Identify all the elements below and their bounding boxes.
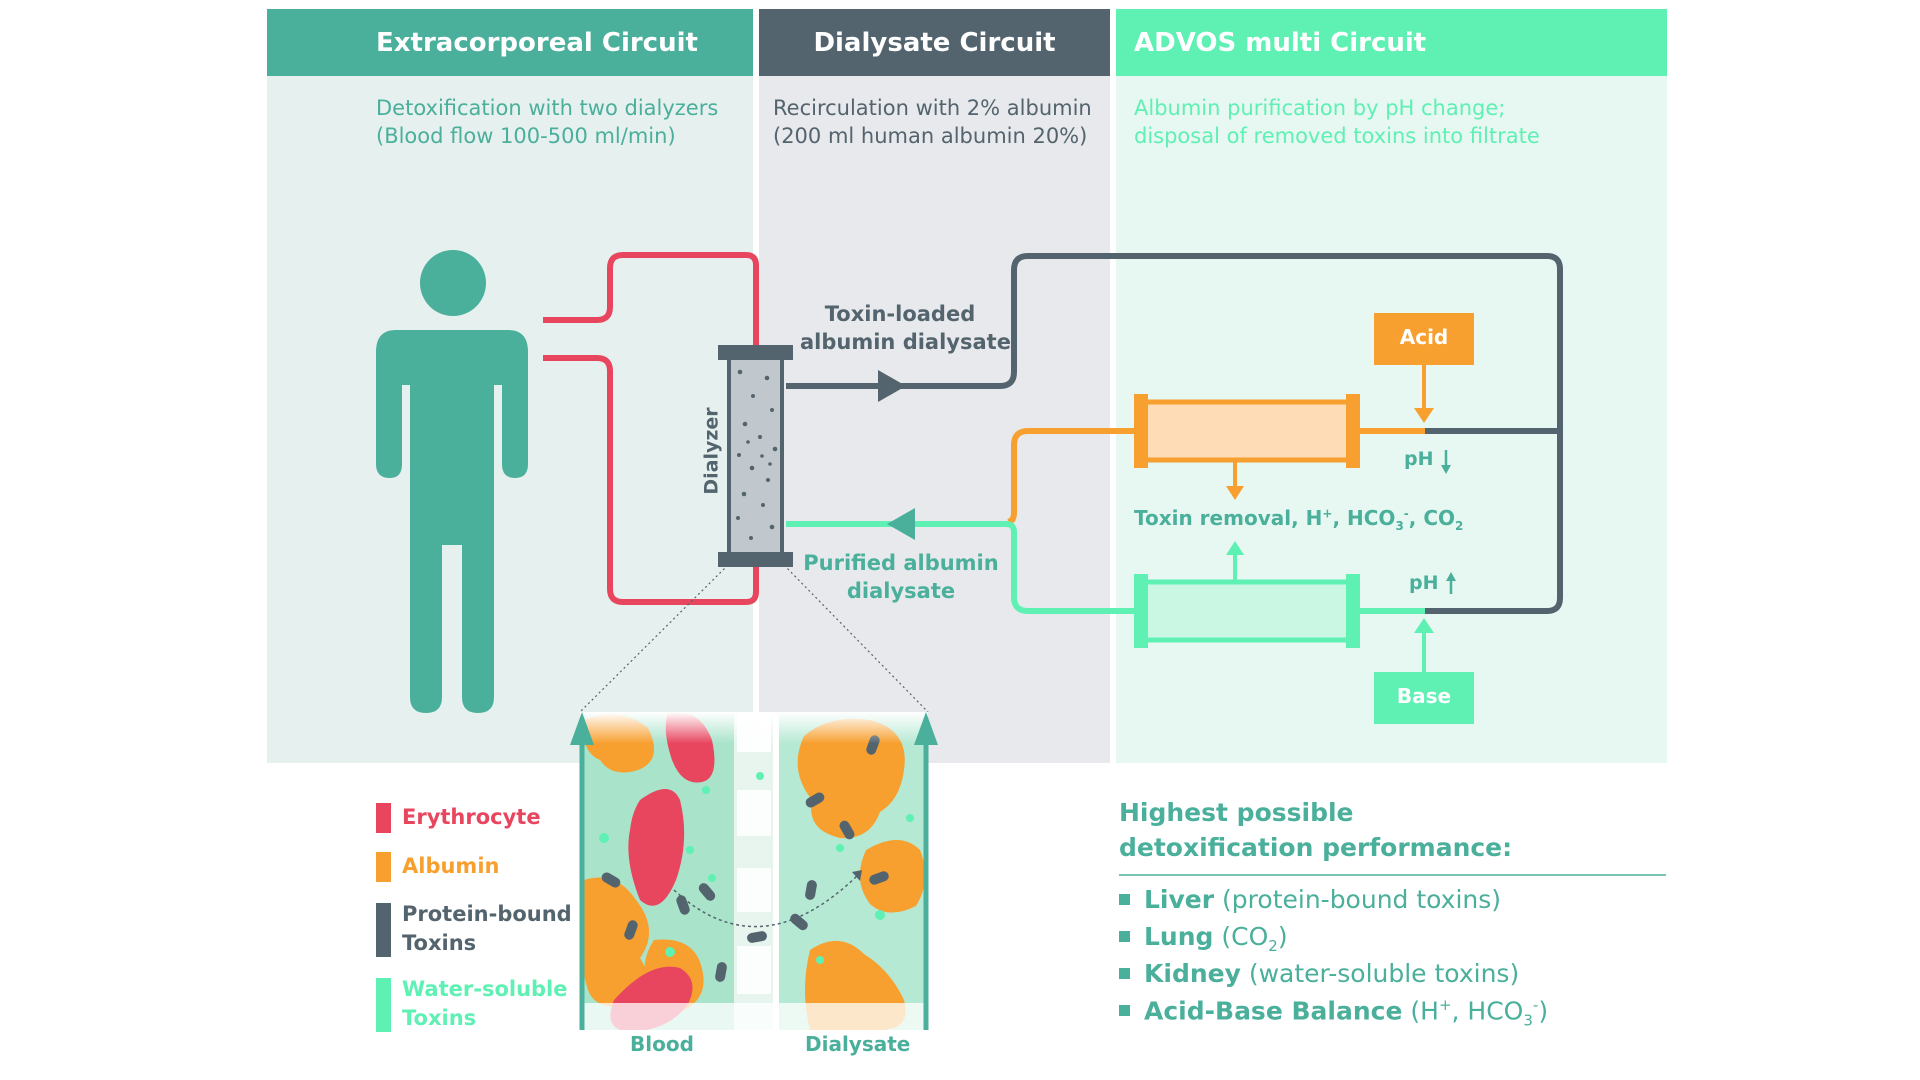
zoom-blood-label: Blood bbox=[630, 1032, 694, 1056]
purified-arrow bbox=[887, 508, 915, 540]
purified-line bbox=[786, 521, 1425, 614]
performance-item-lung: Lung (CO2) bbox=[1119, 922, 1288, 955]
performance-title: Highest possible detoxification performa… bbox=[1119, 798, 1513, 862]
acid-arrow bbox=[1414, 365, 1434, 423]
zoom-dialysate-label: Dialysate bbox=[805, 1032, 911, 1056]
legend-protein-bound: Protein-bound Toxins bbox=[402, 902, 572, 955]
legend-erythrocyte-swatch bbox=[376, 803, 391, 833]
base-label: Base bbox=[1396, 684, 1452, 708]
legend-water-soluble: Water-soluble Toxins bbox=[402, 977, 568, 1030]
performance-item-kidney: Kidney (water-soluble toxins) bbox=[1119, 959, 1519, 988]
performance-item-acid-base: Acid-Base Balance (H+, HCO3-) bbox=[1119, 996, 1548, 1029]
toxin-up-arrow bbox=[1226, 541, 1244, 580]
patient-icon bbox=[376, 250, 528, 713]
bullet-icon bbox=[1119, 1004, 1130, 1016]
dialysate-description: Recirculation with 2% albumin (200 ml hu… bbox=[773, 96, 1092, 148]
legend-erythrocyte: Erythrocyte bbox=[402, 805, 541, 829]
toxin-out-arrow bbox=[1226, 460, 1244, 500]
extracorporeal-header: Extracorporeal Circuit bbox=[267, 9, 753, 76]
extracorporeal-description: Detoxification with two dialyzers (Blood… bbox=[376, 96, 719, 148]
legend-water-soluble-swatch bbox=[376, 978, 391, 1032]
toxin-loaded-line bbox=[786, 253, 1563, 614]
base-filter bbox=[1134, 574, 1360, 648]
ph-down-icon bbox=[1441, 450, 1451, 474]
performance-item-liver: Liver (protein-bound toxins) bbox=[1119, 885, 1501, 914]
toxin-removal-label: Toxin removal, H+, HCO3-, CO2 bbox=[1134, 506, 1464, 533]
bullet-icon bbox=[1119, 930, 1130, 942]
dialysate-title: Dialysate Circuit bbox=[813, 27, 1056, 58]
toxin-loaded-arrow bbox=[878, 370, 906, 402]
zoom-lines bbox=[579, 564, 929, 713]
legend-albumin: Albumin bbox=[402, 854, 500, 878]
ph-high-label: pH bbox=[1409, 572, 1439, 594]
acid-box bbox=[1374, 313, 1474, 365]
base-box bbox=[1374, 672, 1474, 724]
advos-title: ADVOS multi Circuit bbox=[1134, 27, 1427, 58]
toxin-loaded-label: Toxin-loaded albumin dialysate bbox=[800, 302, 1011, 354]
advos-description: Albumin purification by pH change; dispo… bbox=[1134, 96, 1540, 148]
ph-up-icon bbox=[1446, 572, 1456, 594]
base-arrow bbox=[1414, 618, 1434, 672]
zoom-view bbox=[570, 712, 938, 1030]
bullet-icon bbox=[1119, 967, 1130, 979]
blood-tubing bbox=[543, 252, 759, 605]
advos-header: ADVOS multi Circuit bbox=[1116, 9, 1667, 76]
acid-filter bbox=[1134, 394, 1360, 468]
dialyzer bbox=[718, 345, 793, 567]
bullet-icon bbox=[1119, 893, 1130, 905]
ph-low-label: pH bbox=[1404, 448, 1434, 470]
extracorporeal-title: Extracorporeal Circuit bbox=[376, 27, 698, 58]
legend-albumin-swatch bbox=[376, 852, 391, 882]
legend-protein-bound-swatch bbox=[376, 903, 391, 957]
acid-line bbox=[1007, 428, 1425, 525]
dialysate-header: Dialysate Circuit bbox=[759, 9, 1110, 76]
acid-label: Acid bbox=[1399, 325, 1449, 349]
extracorporeal-panel: Extracorporeal Circuit Detoxification wi… bbox=[267, 9, 753, 763]
purified-label: Purified albumin dialysate bbox=[803, 551, 999, 603]
dialyzer-label: Dialyzer bbox=[700, 407, 723, 495]
